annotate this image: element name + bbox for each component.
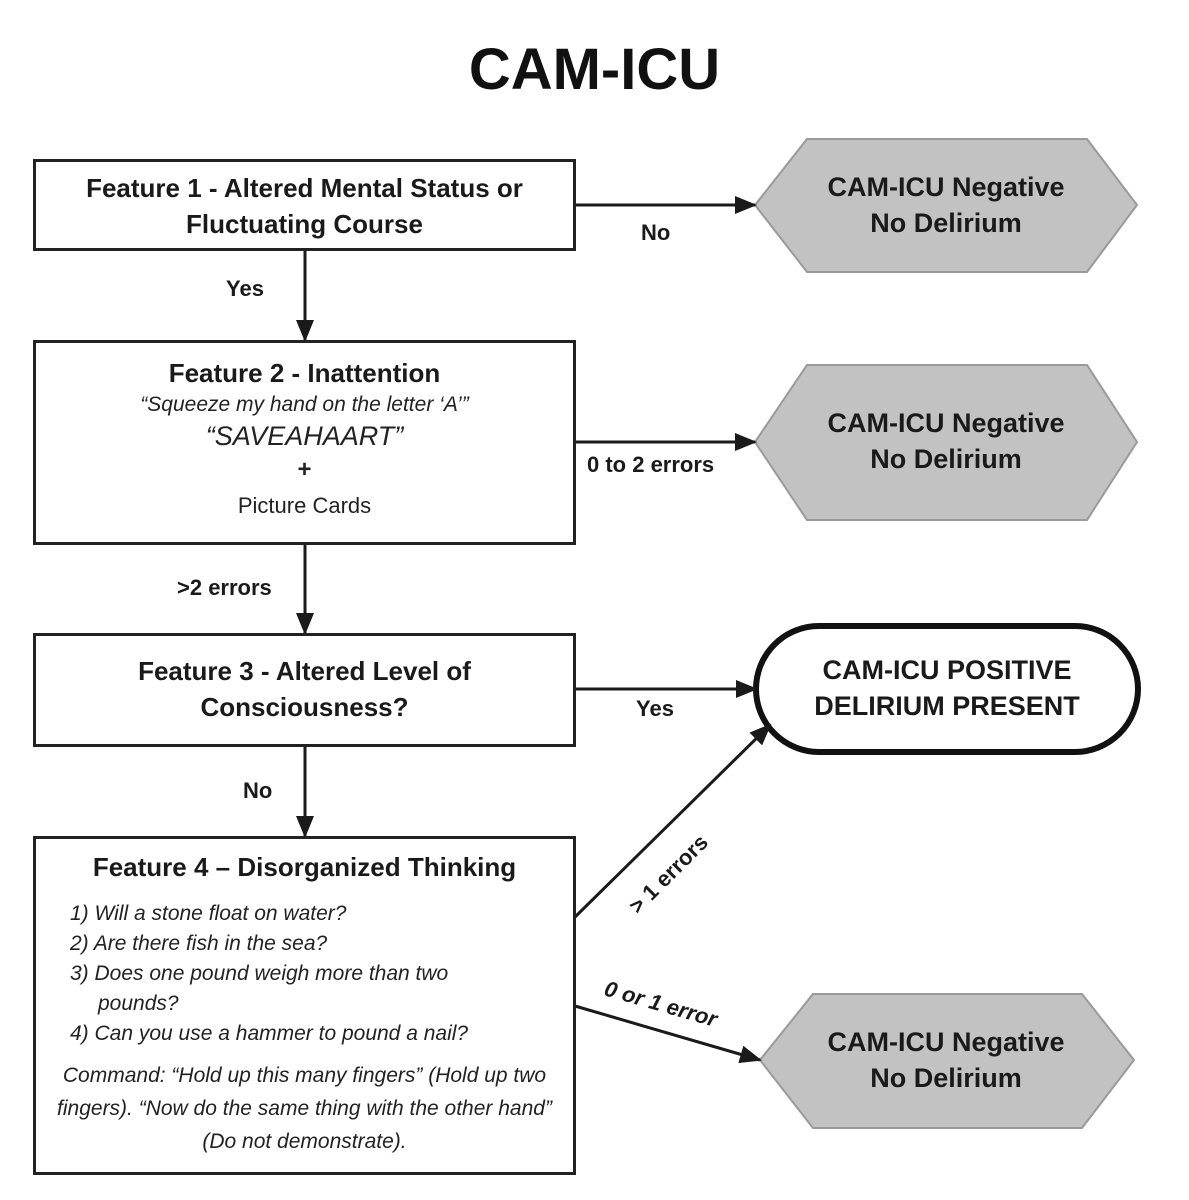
outcome-negative-3-shape [758, 993, 1136, 1129]
question-item: 4) Can you use a hammer to pound a nail? [70, 1022, 469, 1045]
edge-label-f4-fail: > 1 errors [624, 830, 713, 919]
feature-2-plus: + [297, 456, 312, 483]
edge-label-f1-no: No [641, 220, 671, 245]
feature-2-box: Feature 2 - Inattention “Squeeze my hand… [33, 340, 576, 545]
feature-4-command: Command: “Hold up this many fingers” (Ho… [57, 1064, 552, 1153]
question-item: 2) Are there fish in the sea? [70, 932, 328, 955]
question-item: 3) Does one pound weigh more than two po… [70, 962, 449, 1015]
feature-3-title-line2: Consciousness? [200, 692, 409, 722]
outcome-negative-1: CAM-ICU Negative No Delirium [780, 169, 1112, 241]
outcome-negative-3: CAM-ICU Negative No Delirium [780, 1024, 1112, 1096]
outcome-negative-3-line1: CAM-ICU Negative [827, 1027, 1065, 1057]
feature-1-title-line1: Feature 1 - Altered Mental Status or [86, 173, 523, 203]
feature-4-questions: 1) Will a stone float on water? 2) Are t… [70, 899, 573, 1049]
outcome-negative-2-shape [753, 364, 1139, 521]
feature-2-extra: Picture Cards [237, 493, 372, 518]
outcome-negative-1-shape [753, 138, 1139, 273]
outcome-negative-3-line2: No Delirium [870, 1063, 1022, 1093]
feature-2-instruction: “Squeeze my hand on the letter ‘A’” [140, 393, 469, 416]
feature-4-box: Feature 4 – Disorganized Thinking 1) Wil… [33, 836, 576, 1175]
edge-label-f3-yes: Yes [636, 696, 674, 721]
outcome-positive-line2: DELIRIUM PRESENT [814, 691, 1080, 721]
feature-3-box: Feature 3 - Altered Level of Consciousne… [33, 633, 576, 747]
edge-label-f1-yes: Yes [226, 276, 264, 301]
question-item: 1) Will a stone float on water? [70, 902, 347, 925]
outcome-negative-2-line2: No Delirium [870, 444, 1022, 474]
edge-label-f2-ok: 0 to 2 errors [587, 452, 715, 477]
edge-label-f2-fail: >2 errors [177, 575, 272, 600]
edge-f4-ok [574, 1004, 762, 1064]
feature-3-title-line1: Feature 3 - Altered Level of [138, 656, 471, 686]
feature-2-letters: “SAVEAHAART” [205, 421, 404, 451]
outcome-positive-line1: CAM-ICU POSITIVE [822, 655, 1072, 685]
outcome-negative-2-line1: CAM-ICU Negative [827, 408, 1065, 438]
page-title: CAM-ICU [468, 37, 721, 102]
outcome-positive: CAM-ICU POSITIVE DELIRIUM PRESENT [770, 652, 1124, 724]
feature-4-title: Feature 4 – Disorganized Thinking [92, 852, 517, 882]
feature-2-title: Feature 2 - Inattention [168, 358, 441, 388]
edge-label-f3-no: No [243, 778, 273, 803]
outcome-negative-1-line2: No Delirium [870, 208, 1022, 238]
edge-f4-fail [573, 723, 772, 919]
outcome-negative-2: CAM-ICU Negative No Delirium [780, 405, 1112, 477]
feature-1-title-line2: Fluctuating Course [186, 209, 423, 239]
feature-1-box: Feature 1 - Altered Mental Status or Flu… [33, 159, 576, 251]
edge-label-f4-ok: 0 or 1 error [602, 976, 722, 1032]
outcome-negative-1-line1: CAM-ICU Negative [827, 172, 1065, 202]
